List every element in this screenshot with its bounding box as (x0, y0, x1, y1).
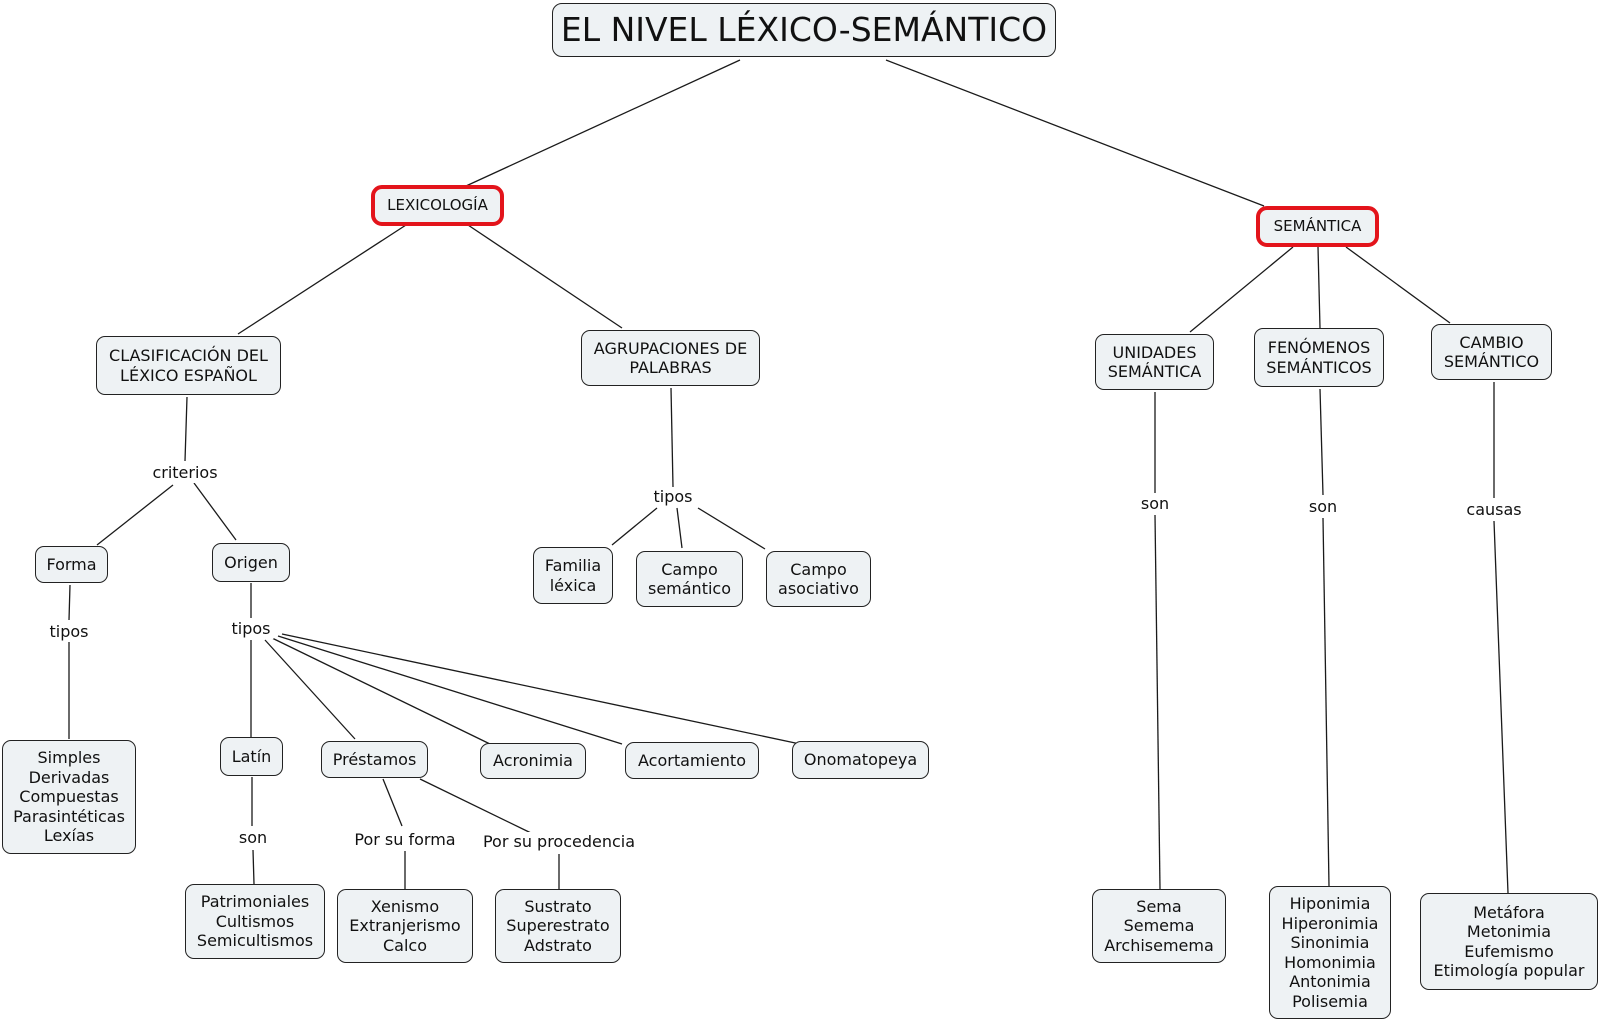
node-latin-lista: Patrimoniales Cultismos Semicultismos (185, 884, 325, 959)
node-clasificacion-lexico: CLASIFICACIÓN DEL LÉXICO ESPAÑOL (96, 336, 281, 395)
node-agrupaciones-palabras: AGRUPACIONES DE PALABRAS (581, 330, 760, 386)
edge (885, 59, 1265, 207)
edge (1317, 246, 1321, 329)
edge (193, 482, 237, 541)
edge (184, 396, 188, 462)
node-formas-lista: Simples Derivadas Compuestas Parasintéti… (2, 740, 136, 854)
node-fenomenos-lista: Hiponimia Hiperonimia Sinonimia Homonimi… (1269, 886, 1391, 1019)
edge (1154, 514, 1161, 890)
link-criterios: criterios (149, 463, 221, 483)
node-cambio-lista: Metáfora Metonimia Eufemismo Etimología … (1420, 893, 1598, 990)
node-prestamos: Préstamos (321, 741, 428, 778)
node-unidades-lista: Sema Semema Archisemema (1092, 889, 1226, 963)
node-cambio-semantico: CAMBIO SEMÁNTICO (1431, 324, 1552, 380)
edge (271, 637, 491, 745)
node-semantica: SEMÁNTICA (1256, 206, 1379, 247)
node-campo-asociativo: Campo asociativo (766, 551, 871, 607)
node-forma: Forma (35, 546, 108, 583)
edge (1345, 246, 1451, 324)
node-origen: Origen (212, 543, 290, 582)
edge (277, 635, 623, 745)
node-fenomenos-semanticos: FENÓMENOS SEMÁNTICOS (1254, 328, 1384, 387)
node-procedencia-lista: Sustrato Superestrato Adstrato (495, 889, 621, 963)
edge (382, 778, 403, 827)
node-campo-semantico: Campo semántico (636, 551, 743, 607)
edge (670, 387, 674, 488)
link-tipos-agrupaciones: tipos (650, 487, 696, 507)
edge (281, 633, 801, 745)
edge (252, 849, 255, 885)
edge (96, 484, 174, 546)
link-son-unidades: son (1137, 494, 1173, 514)
node-unidades-semantica: UNIDADES SEMÁNTICA (1095, 334, 1214, 390)
edge (1189, 246, 1294, 333)
edge (1319, 388, 1324, 496)
node-forma-lista: Xenismo Extranjerismo Calco (337, 889, 473, 963)
edge (237, 224, 407, 335)
link-son-latin: son (235, 828, 271, 848)
edge (465, 59, 741, 187)
node-acronimia: Acronimia (480, 743, 586, 779)
edge (419, 778, 532, 834)
link-por-su-forma: Por su forma (351, 830, 459, 850)
node-familia-lexica: Familia léxica (533, 547, 613, 604)
edge (467, 224, 623, 329)
node-lexicologia: LEXICOLOGÍA (371, 185, 504, 226)
node-acortamiento: Acortamiento (625, 742, 759, 779)
edge (697, 507, 766, 550)
node-onomatopeya: Onomatopeya (792, 741, 929, 779)
link-son-fenomenos: son (1305, 497, 1341, 517)
edge (264, 639, 356, 740)
edge (68, 584, 71, 621)
edge (1322, 517, 1330, 887)
diagram-title: EL NIVEL LÉXICO-SEMÁNTICO (552, 3, 1056, 57)
edge (1493, 520, 1509, 894)
edge (676, 507, 683, 549)
link-causas: causas (1463, 500, 1525, 520)
link-tipos-forma: tipos (46, 622, 92, 642)
edge (611, 507, 658, 546)
link-tipos-origen: tipos (228, 619, 274, 639)
link-por-su-procedencia: Por su procedencia (479, 832, 639, 852)
node-latin: Latín (220, 737, 283, 776)
